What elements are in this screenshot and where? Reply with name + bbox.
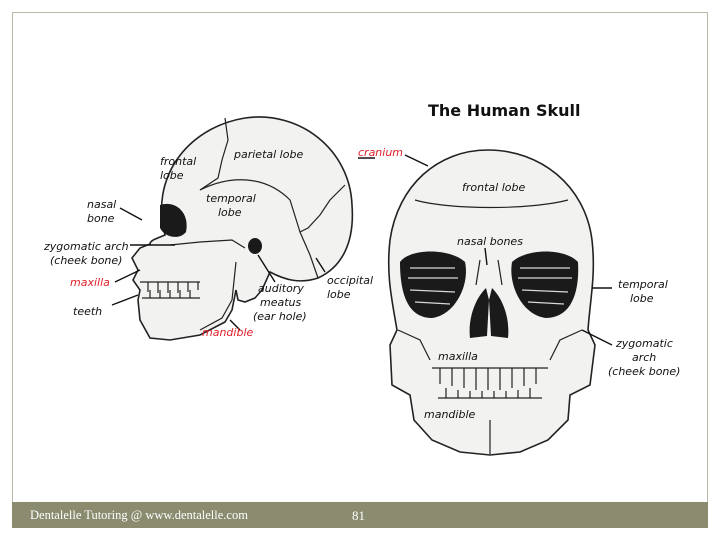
label-cranium: cranium bbox=[358, 146, 403, 159]
label-occipital-line2: lobe bbox=[327, 288, 351, 301]
side-ear-hole bbox=[248, 238, 262, 254]
label-frontal-lobe-front: frontal lobe bbox=[462, 181, 525, 194]
side-leader-lines bbox=[111, 154, 429, 331]
leader-nasal-bones bbox=[484, 247, 488, 266]
front-frontal-suture bbox=[414, 199, 569, 209]
front-left-eye-hatching bbox=[408, 267, 458, 305]
label-zygomatic-side-line1: zygomatic arch bbox=[43, 240, 129, 253]
label-frontal-lobe-line1: frontal bbox=[160, 155, 196, 168]
label-temporal-lobe-side-line1: temporal bbox=[206, 192, 256, 205]
label-parietal-lobe: parietal lobe bbox=[233, 148, 303, 161]
side-upper-teeth bbox=[140, 281, 200, 293]
side-squamous-suture bbox=[199, 179, 301, 233]
leader-cranium-right bbox=[404, 154, 429, 167]
label-occipital-line1: occipital bbox=[327, 274, 373, 287]
label-temporal-front-line1: temporal bbox=[618, 278, 668, 291]
front-labels: frontal lobe nasal bones temporal lobe z… bbox=[424, 181, 680, 421]
side-cranium-shape bbox=[131, 116, 354, 341]
diagram-title: The Human Skull bbox=[428, 101, 580, 120]
label-teeth: teeth bbox=[73, 305, 102, 318]
leader-maxilla-side bbox=[114, 269, 141, 283]
side-lambdoid-suture bbox=[299, 184, 346, 279]
label-temporal-lobe-side-line2: lobe bbox=[218, 206, 242, 219]
label-nasal-bone-line1: nasal bbox=[87, 198, 116, 211]
label-maxilla-side: maxilla bbox=[70, 276, 110, 289]
leader-zygomatic-front bbox=[581, 329, 613, 346]
front-upper-teeth bbox=[432, 367, 548, 390]
front-skull bbox=[387, 149, 596, 456]
leader-auditory-meatus bbox=[257, 254, 276, 283]
leader-mandible-side bbox=[229, 319, 241, 331]
footer-text: Dentalelle Tutoring @ www.dentalelle.com bbox=[30, 508, 248, 522]
side-mandible-line bbox=[199, 261, 237, 331]
leader-occipital bbox=[315, 257, 326, 273]
label-maxilla-front: maxilla bbox=[438, 350, 478, 363]
side-skull bbox=[131, 116, 354, 341]
footer-bar: Dentalelle Tutoring @ www.dentalelle.com… bbox=[12, 502, 708, 528]
label-auditory-line3: (ear hole) bbox=[253, 310, 307, 323]
side-labels: frontal lobe parietal lobe cranium nasal… bbox=[43, 146, 403, 339]
label-temporal-front-line2: lobe bbox=[630, 292, 654, 305]
label-mandible-front: mandible bbox=[424, 408, 476, 421]
side-coronal-suture bbox=[199, 117, 229, 191]
side-zygomatic-arch bbox=[169, 239, 246, 249]
label-zygomatic-front-line3: (cheek bone) bbox=[608, 365, 680, 378]
front-leader-lines bbox=[484, 247, 613, 346]
front-cheek-left bbox=[397, 329, 431, 361]
label-zygomatic-front-line2: arch bbox=[632, 351, 656, 364]
leader-nasal-bone bbox=[119, 207, 143, 221]
side-eye-socket bbox=[160, 203, 187, 237]
leader-teeth bbox=[111, 294, 139, 306]
label-auditory-line2: meatus bbox=[260, 296, 302, 309]
page-number: 81 bbox=[352, 508, 365, 523]
label-frontal-lobe-line2: lobe bbox=[160, 169, 184, 182]
label-zygomatic-front-line1: zygomatic bbox=[615, 337, 673, 350]
label-mandible-side: mandible bbox=[202, 326, 254, 339]
front-nasal-cavity bbox=[469, 288, 509, 338]
side-lower-teeth bbox=[142, 290, 200, 299]
label-auditory-line1: auditory bbox=[258, 282, 304, 295]
label-nasal-bone-line2: bone bbox=[87, 212, 115, 225]
front-right-eye-hatching bbox=[518, 267, 572, 305]
label-nasal-bones: nasal bones bbox=[457, 235, 523, 248]
front-nasal-bones bbox=[475, 259, 503, 286]
front-lower-teeth bbox=[438, 388, 542, 399]
front-cheek-right bbox=[549, 329, 583, 361]
label-zygomatic-side-line2: (cheek bone) bbox=[50, 254, 122, 267]
